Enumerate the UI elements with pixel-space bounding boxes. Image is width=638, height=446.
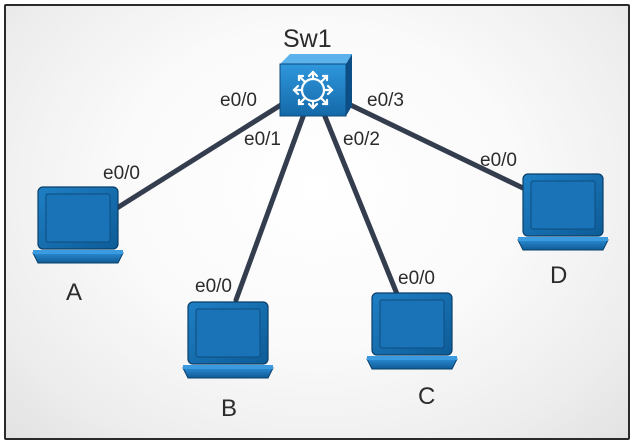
switch-port-label-c: e0/2 (343, 129, 380, 150)
switch-port-label-b: e0/1 (244, 129, 281, 150)
switch-port-label-d: e0/3 (367, 90, 404, 111)
host-port-label-c: e0/0 (398, 268, 435, 289)
laptop-icon (517, 173, 609, 251)
laptop-icon (32, 186, 124, 264)
switch-label: Sw1 (283, 25, 332, 53)
host-a[interactable]: e0/0 A (32, 163, 140, 306)
host-label-c: C (418, 383, 435, 410)
host-port-label-b: e0/0 (195, 276, 232, 297)
host-port-label-a: e0/0 (103, 163, 140, 184)
links (114, 95, 528, 303)
link-d (333, 95, 528, 192)
laptop-icon (182, 301, 274, 379)
host-label-a: A (66, 279, 82, 306)
laptop-icon (366, 292, 458, 370)
host-b[interactable]: e0/0 B (182, 276, 274, 422)
host-label-b: B (221, 395, 237, 422)
link-a (114, 95, 295, 211)
host-label-d: D (550, 262, 567, 289)
link-b (233, 111, 307, 303)
switch-port-labels: e0/0 e0/1 e0/2 e0/3 (220, 90, 404, 150)
switch-port-label-a: e0/0 (220, 90, 257, 111)
host-c[interactable]: e0/0 C (366, 268, 458, 410)
host-d[interactable]: e0/0 D (480, 150, 609, 289)
link-c (321, 111, 400, 297)
switch-sw1[interactable]: Sw1 (279, 25, 352, 117)
host-port-label-d: e0/0 (480, 150, 517, 171)
switch-icon (279, 54, 352, 117)
